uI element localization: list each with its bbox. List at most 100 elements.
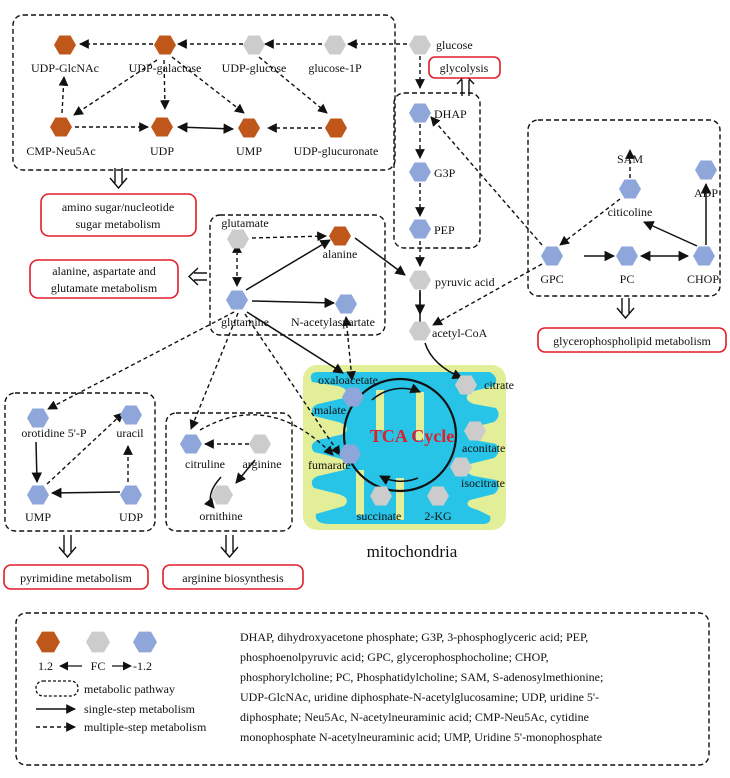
darrow-udpgal-ump — [171, 56, 245, 114]
pathway-glycolysis: glycolysis — [440, 61, 489, 75]
node-chop-icon — [693, 246, 715, 266]
node-pc-icon — [616, 246, 638, 266]
label-citrate: citrate — [484, 378, 514, 392]
label-udp-glucuronate: UDP-glucuronate — [294, 144, 379, 158]
node-cmp-neu5ac-icon — [50, 117, 72, 137]
node-pep-icon — [409, 219, 431, 239]
node-glucose-1p-icon — [324, 35, 346, 55]
node-arginine-icon — [249, 434, 271, 454]
tca-cycle-ring — [342, 377, 458, 493]
label-citicoline: citicoline — [608, 205, 653, 219]
legend-neutral-icon — [86, 631, 110, 653]
single-step-arrows — [31, 122, 712, 509]
hollow-arrow-glycerophospholipid — [616, 298, 635, 320]
label-ornithine: ornithine — [199, 509, 242, 523]
label-udp-galactose: UDP-galactose — [129, 61, 202, 75]
label-dhap: DHAP — [434, 107, 467, 121]
pathway-boxes — [4, 14, 721, 766]
darrow-gpc-dhap — [430, 116, 543, 246]
arrow-alanine-pyruvic — [354, 237, 406, 276]
box-glycerophospholipid — [527, 119, 721, 297]
node-ump-icon — [238, 118, 260, 138]
node-ornithine-icon — [211, 485, 233, 505]
label-malate: malate — [314, 403, 346, 417]
node-pyruvic-acid-icon — [409, 270, 431, 290]
node-gpc-icon — [541, 246, 563, 266]
node-glucose-icon — [409, 35, 431, 55]
node-citicoline-icon — [619, 179, 641, 199]
tca-inner-arrow — [371, 383, 421, 401]
label-udp-glcnac: UDP-GlcNAc — [31, 61, 99, 75]
darrow-udpgal-cmp — [73, 59, 158, 116]
metabolite-labels: glucose glucose-1P UDP-glucose UDP-galac… — [21, 38, 719, 524]
box-glycolysis — [393, 92, 481, 249]
pathway-alanine-line2: glutamate metabolism — [51, 281, 158, 295]
pathway-labels: glycolysis amino sugar/nucleotide sugar … — [3, 56, 727, 590]
label-ump-top: UMP — [236, 144, 262, 158]
darrow-citrulline-fumarate — [199, 414, 334, 456]
darrow-glutamine-orotidine — [47, 311, 235, 410]
label-adp: ADP — [694, 186, 718, 200]
pathway-amino-sugar-line1: amino sugar/nucleotide — [62, 200, 174, 214]
node-adp-icon — [695, 160, 717, 180]
label-pep: PEP — [434, 223, 455, 237]
cristae-gaps — [356, 390, 424, 520]
legend-down-icon — [133, 631, 157, 653]
node-orotidine-icon — [27, 408, 49, 428]
box-legend — [15, 612, 710, 766]
darrow-glutamine-fumarate — [244, 313, 341, 456]
node-alanine-icon — [329, 226, 351, 246]
box-pyrimidine — [4, 392, 156, 532]
label-fumarate: fumarate — [308, 458, 351, 472]
darrow-citicoline-gpc — [559, 198, 621, 246]
node-udp-glucuronate-icon — [325, 118, 347, 138]
darrow-udpgal-udp — [159, 59, 170, 110]
pathway-amino-sugar-line2: sugar metabolism — [76, 217, 162, 231]
box-amino-sugar — [12, 14, 396, 171]
arrow-chop-citicoline — [643, 221, 698, 247]
hollow-arrow-arginine — [220, 535, 239, 559]
label-aconitate: aconitate — [462, 441, 505, 455]
arrow-arginine-ornithine — [235, 459, 256, 484]
legend-fc-down: -1.2 — [133, 659, 152, 673]
mitochondria-label: mitochondria — [367, 542, 458, 561]
label-2kg: 2-KG — [424, 509, 452, 523]
node-citrulline-icon — [180, 434, 202, 454]
tca-inner-arrow-bottom — [379, 475, 419, 486]
label-udp-top: UDP — [150, 144, 174, 158]
label-arginine: arginine — [242, 457, 281, 471]
pathway-pyrimidine-box — [3, 564, 149, 590]
node-udp-galactose-icon — [154, 35, 176, 55]
tca-cycle-label: TCA Cycle — [370, 426, 455, 446]
node-udp-icon — [151, 117, 173, 137]
label-glutamate: glutamate — [221, 216, 268, 230]
darrow-glutamine-citrulline — [189, 312, 239, 430]
label-glutamine: glutamine — [221, 315, 269, 329]
legend-abbrev-5: diphosphate; Neu5Ac, N-acetylneuraminic … — [240, 710, 589, 724]
hollow-arrows — [58, 168, 635, 559]
label-sam: SAM — [617, 152, 643, 166]
box-arginine — [165, 412, 293, 532]
arrow-glutamine-oxaloacetate — [246, 311, 344, 374]
pathway-pyrimidine: pyrimidine metabolism — [20, 571, 132, 585]
legend: 1.2 FC -1.2 metabolic pathway single-ste… — [35, 630, 603, 744]
label-udp-pyr: UDP — [119, 510, 143, 524]
node-udp-pyr-icon — [120, 485, 142, 505]
darrow-cmp-glcnac — [58, 76, 69, 114]
pathway-arginine: arginine biosynthesis — [182, 571, 284, 585]
node-n-acetylaspartate-icon — [335, 294, 357, 314]
legend-pathway: metabolic pathway — [84, 682, 175, 696]
label-acetyl-coa: acetyl-CoA — [432, 326, 488, 340]
label-alanine: alanine — [323, 247, 358, 261]
arrow-udp-ump — [176, 122, 235, 134]
node-acetyl-coa-icon — [409, 321, 431, 341]
node-uracil-icon — [120, 405, 142, 425]
node-ump-pyr-icon — [27, 485, 49, 505]
pathway-arginine-box — [162, 564, 304, 590]
label-pyruvic-acid: pyruvic acid — [435, 275, 495, 289]
label-ump-pyr: UMP — [25, 510, 51, 524]
label-oxaloacetate: oxaloacetate — [318, 373, 378, 387]
label-pc: PC — [620, 272, 635, 286]
